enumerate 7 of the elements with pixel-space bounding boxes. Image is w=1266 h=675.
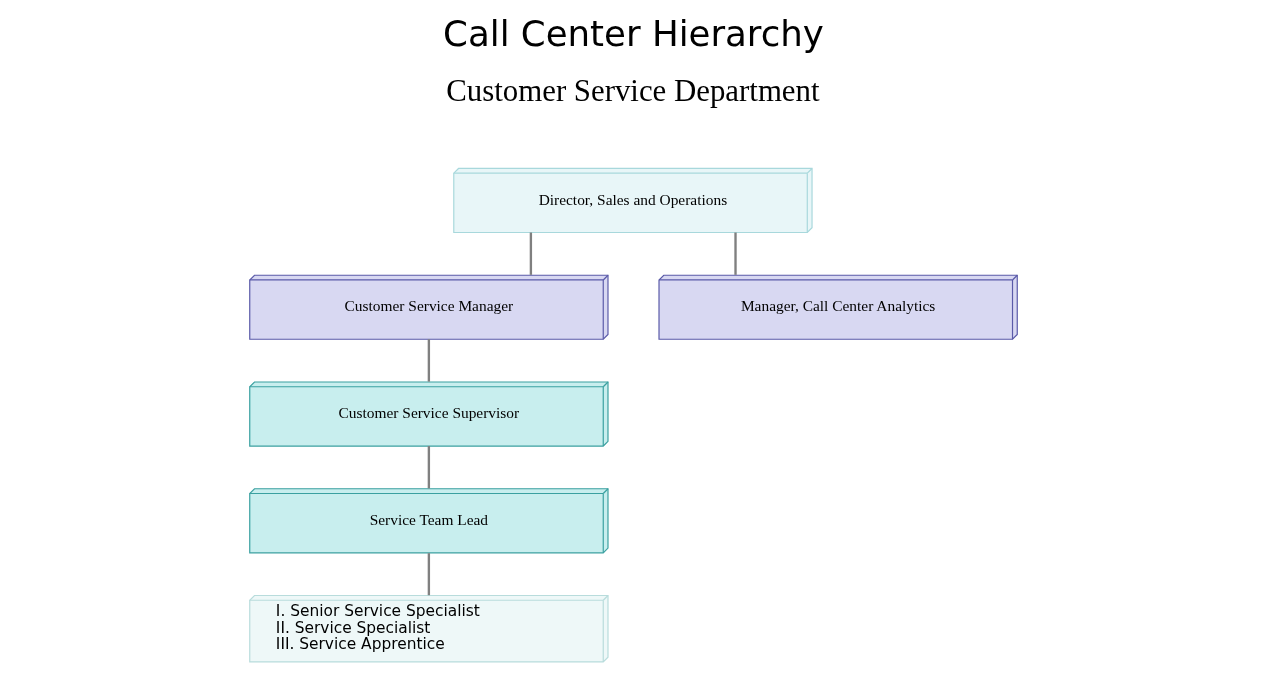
- diagram-title: Call Center Hierarchy: [442, 13, 824, 55]
- connector: [427, 446, 430, 489]
- connector: [427, 553, 430, 596]
- connector: [427, 339, 430, 382]
- connector: [529, 232, 532, 275]
- connector: [733, 232, 737, 275]
- label: Customer Service Department: [445, 74, 820, 109]
